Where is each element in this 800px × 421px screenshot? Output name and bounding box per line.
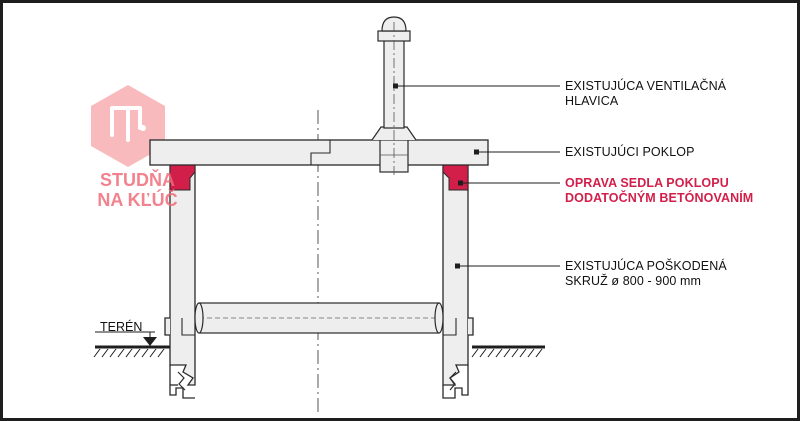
logo-line-1: STUDŇA bbox=[100, 170, 175, 190]
logo-icon bbox=[91, 85, 165, 167]
right-wall bbox=[442, 164, 474, 399]
label-damaged-ring: EXISTUJÚCA POŠKODENÁ SKRUŽ ø 800 - 900 m… bbox=[565, 259, 727, 288]
label-ventilation-head: EXISTUJÚCA VENTILAČNÁ HLAVICA bbox=[565, 79, 727, 108]
ventilation-head bbox=[371, 16, 417, 175]
label-cover: EXISTUJÚCI POKLOP bbox=[565, 145, 695, 159]
ground-right bbox=[471, 345, 545, 358]
cover-slab bbox=[149, 139, 489, 166]
pipe bbox=[194, 302, 444, 334]
ground-left bbox=[93, 345, 170, 358]
logo-text: STUDŇA NA KĽÚČ bbox=[90, 170, 185, 210]
logo-line-2: NA KĽÚČ bbox=[97, 190, 178, 210]
leader-lines bbox=[393, 83, 560, 269]
terrain-marker-icon bbox=[95, 331, 157, 346]
label-repair: OPRAVA SEDLA POKLOPU DODATOČNÝM BETÓNOVA… bbox=[565, 176, 754, 205]
left-wall bbox=[164, 164, 196, 399]
label-terrain: TERÉN bbox=[100, 320, 143, 334]
